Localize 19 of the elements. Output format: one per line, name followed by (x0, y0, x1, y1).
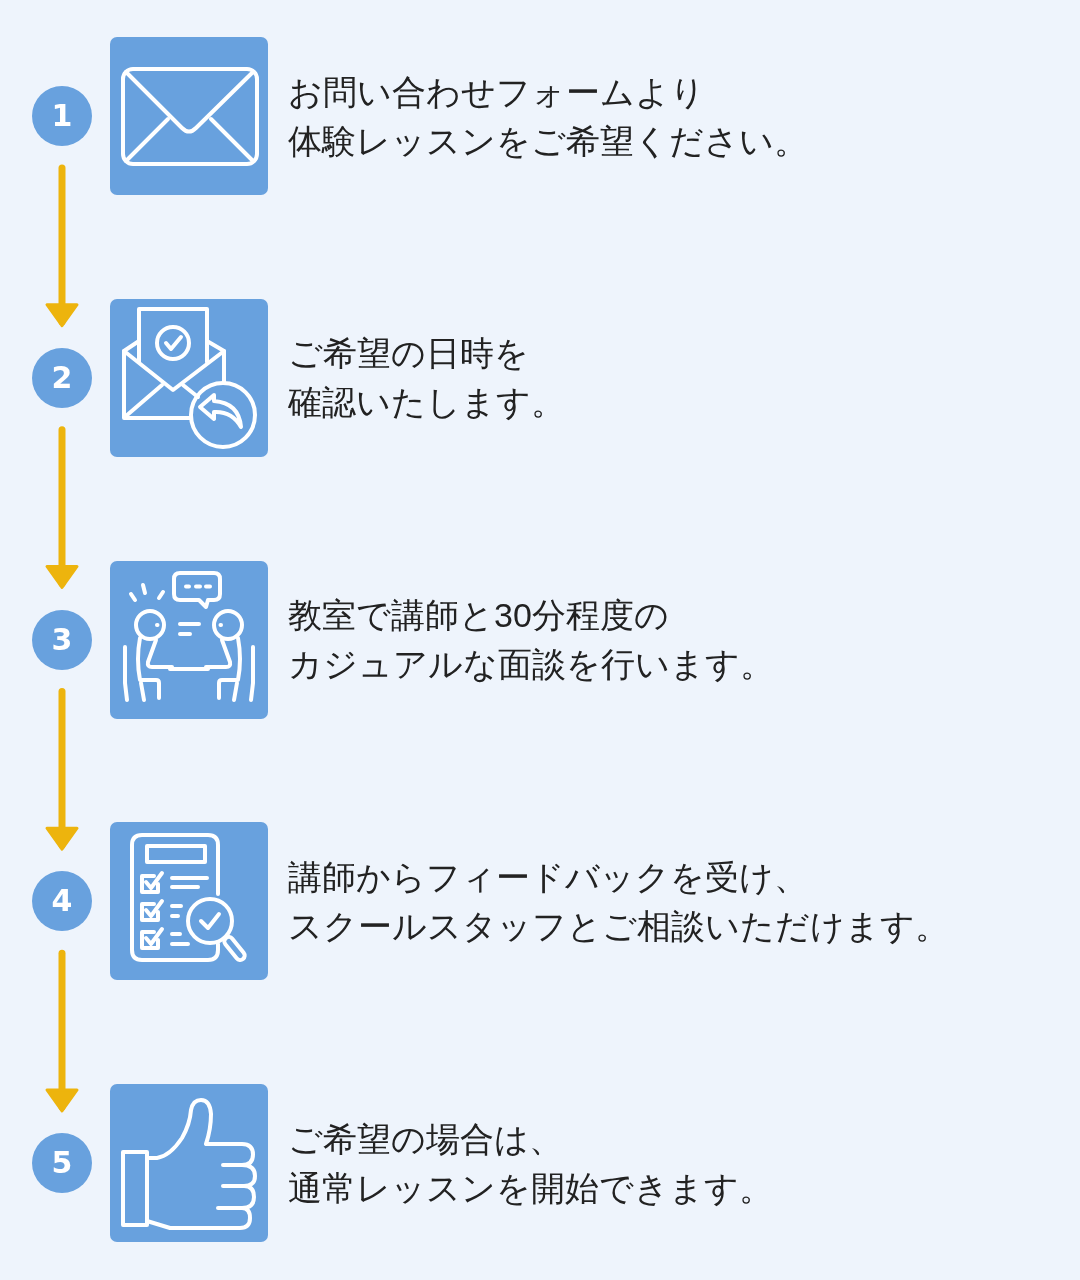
step-description: カジュアルな面談を行います。 (288, 644, 774, 685)
step-description: お問い合わせフォームより (288, 71, 705, 113)
number-circle: 5 (32, 1133, 92, 1193)
step-description: ご希望の日時を (288, 333, 529, 375)
step-description: スクールスタッフとご相談いただけます。 (288, 905, 949, 947)
step-description: 確認いたします。 (288, 382, 565, 424)
arrow (45, 164, 79, 328)
arrow (45, 949, 79, 1113)
number-circle: 4 (32, 871, 92, 932)
step-description: 体験レッスンをご希望ください。 (288, 120, 808, 162)
number-circle: 1 (32, 86, 92, 146)
step-description: 通常レッスンを開始できます。 (288, 1167, 773, 1209)
arrow (45, 688, 79, 851)
number-circle: 3 (32, 609, 92, 670)
step-description: ご希望の場合は、 (288, 1118, 563, 1160)
number-circle: 2 (32, 347, 92, 408)
arrow (45, 426, 79, 589)
step-description: 講師からフィードバックを受け、 (288, 856, 808, 898)
step-description: 教室で講師と30分程度の (288, 595, 669, 636)
